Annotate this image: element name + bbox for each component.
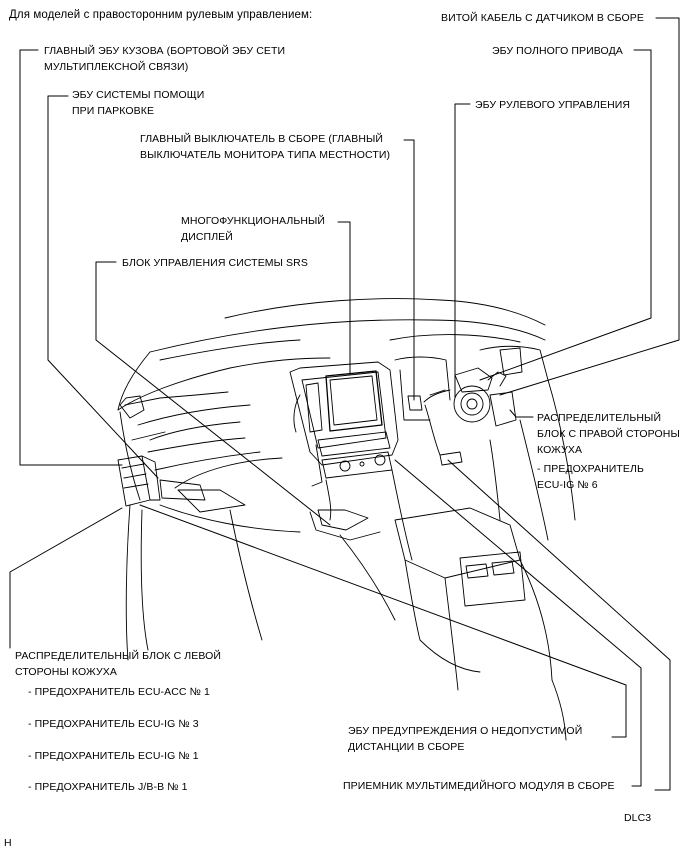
corner-mark: H (4, 837, 12, 849)
label-main-switch: ГЛАВНЫЙ ВЫКЛЮЧАТЕЛЬ В СБОРЕ (ГЛАВНЫЙ ВЫК… (140, 133, 391, 161)
label-fuse-ig3: - ПРЕДОХРАНИТЕЛЬ ECU-IG № 3 (28, 718, 199, 730)
label-srs-unit: БЛОК УПРАВЛЕНИЯ СИСТЕМЫ SRS (122, 257, 308, 269)
leader-right-jb (509, 409, 534, 418)
label-dlc3: DLC3 (624, 812, 652, 824)
label-fuse-ig1: - ПРЕДОХРАНИТЕЛЬ ECU-IG № 1 (28, 750, 199, 762)
label-parking-assist-ecu: ЭБУ СИСТЕМЫ ПОМОЩИ ПРИ ПАРКОВКЕ (72, 89, 205, 117)
label-4wd-ecu: ЭБУ ПОЛНОГО ПРИВОДА (492, 45, 623, 57)
leader-4wd-ecu (479, 49, 652, 381)
leader-distance-ecu (139, 504, 627, 738)
leader-srs (95, 261, 331, 526)
leader-lines (9, 17, 680, 791)
label-main-body-ecu: ГЛАВНЫЙ ЭБУ КУЗОВА (БОРТОВОЙ ЭБУ СЕТИ МУ… (44, 45, 286, 73)
leader-parking-assist (47, 95, 159, 479)
leader-dlc3 (447, 459, 671, 791)
label-left-jb: РАСПРЕДЕЛИТЕЛЬНЫЙ БЛОК С ЛЕВОЙ СТОРОНЫ К… (15, 650, 222, 678)
label-multimedia-receiver: ПРИЕМНИК МУЛЬТИМЕДИЙНОГО МОДУЛЯ В СБОРЕ (343, 780, 615, 792)
leader-left-jb (9, 507, 123, 649)
leader-steering-ecu (454, 103, 471, 399)
label-distance-ecu: ЭБУ ПРЕДУПРЕЖДЕНИЯ О НЕДОПУСТИМОЙ ДИСТАН… (348, 725, 583, 753)
leader-spiral (499, 17, 680, 396)
label-steering-ecu: ЭБУ РУЛЕВОГО УПРАВЛЕНИЯ (475, 99, 631, 111)
leader-main-body-ecu (19, 49, 123, 466)
leader-multimedia (394, 459, 642, 787)
dashboard-outline (117, 298, 576, 741)
leader-display (337, 221, 351, 375)
label-right-fuse: - ПРЕДОХРАНИТЕЛЬ ECU-IG № 6 (537, 463, 645, 491)
label-right-jb: РАСПРЕДЕЛИТЕЛЬНЫЙ БЛОК С ПРАВОЙ СТОРОНЫ … (537, 412, 680, 456)
label-multi-display: МНОГОФУНКЦИОНАЛЬНЫЙ ДИСПЛЕЙ (181, 215, 326, 243)
leader-main-switch (403, 139, 415, 401)
label-fuse-jbb1: - ПРЕДОХРАНИТЕЛЬ J/B-B № 1 (28, 781, 188, 793)
label-spiral-cable: ВИТОЙ КАБЕЛЬ С ДАТЧИКОМ В СБОРЕ (441, 12, 644, 24)
label-fuse-acc1: - ПРЕДОХРАНИТЕЛЬ ECU-ACC № 1 (28, 686, 210, 698)
header-title: Для моделей с правосторонним рулевым упр… (9, 9, 313, 21)
